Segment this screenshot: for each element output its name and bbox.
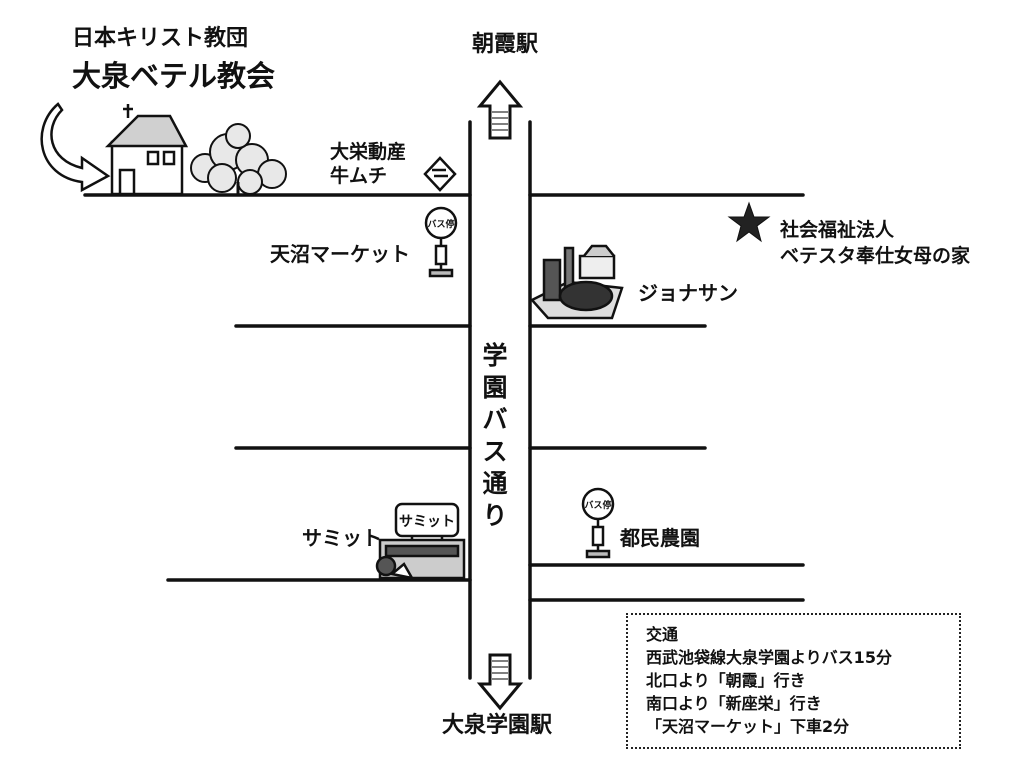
- landmark-daiei-label: 大栄動産 牛ムチ: [330, 141, 407, 187]
- access-info-box: 交通 西武池袋線大泉学園よりバス15分 北口より「朝霞」行き 南口より「新座栄」…: [626, 613, 961, 749]
- landmark-jonathan-label: ジョナサン: [638, 281, 738, 305]
- bus-stop-sign-text: バス停: [427, 218, 454, 230]
- access-line: 南口より「新座栄」行き: [646, 694, 822, 713]
- bus-stop-icon: バス停: [424, 206, 458, 278]
- roads: [83, 120, 805, 680]
- street-name-label: 学園バス通り: [482, 341, 508, 530]
- access-line: 北口より「朝霞」行き: [646, 671, 806, 690]
- station-south-label: 大泉学園駅: [442, 713, 553, 738]
- landmark-welfare-label: 社会福祉法人 ベテスタ奉仕女母の家: [780, 219, 971, 267]
- star-icon: [727, 201, 771, 243]
- north-arrow-icon: [476, 79, 524, 140]
- access-line: 「天沼マーケット」下車2分: [646, 717, 850, 736]
- landmark-tennuma-label: 天沼マーケット: [270, 242, 410, 266]
- supermarket-sign-text: サミット: [399, 514, 455, 530]
- south-arrow-icon: [476, 653, 524, 711]
- access-title: 交通: [646, 625, 679, 644]
- bus-stop-icon: バス停: [581, 487, 615, 559]
- restaurant-icon: [529, 244, 624, 320]
- church-icon: [104, 104, 189, 196]
- landmark-summit-label: サミット: [302, 526, 382, 550]
- station-north-label: 朝霞駅: [472, 32, 539, 57]
- curved-arrow-icon: [40, 102, 111, 193]
- tree-icon: [190, 123, 287, 195]
- access-line: 西武池袋線大泉学園よりバス15分: [646, 648, 892, 667]
- bus-stop-sign-text: バス停: [584, 499, 611, 511]
- church-org-label: 日本キリスト教団: [72, 26, 249, 51]
- church-name-label: 大泉ベテル教会: [72, 59, 276, 93]
- landmark-tomin-label: 都民農園: [620, 526, 700, 550]
- diamond-sign-icon: [423, 156, 457, 192]
- supermarket-icon: サミット: [375, 502, 466, 580]
